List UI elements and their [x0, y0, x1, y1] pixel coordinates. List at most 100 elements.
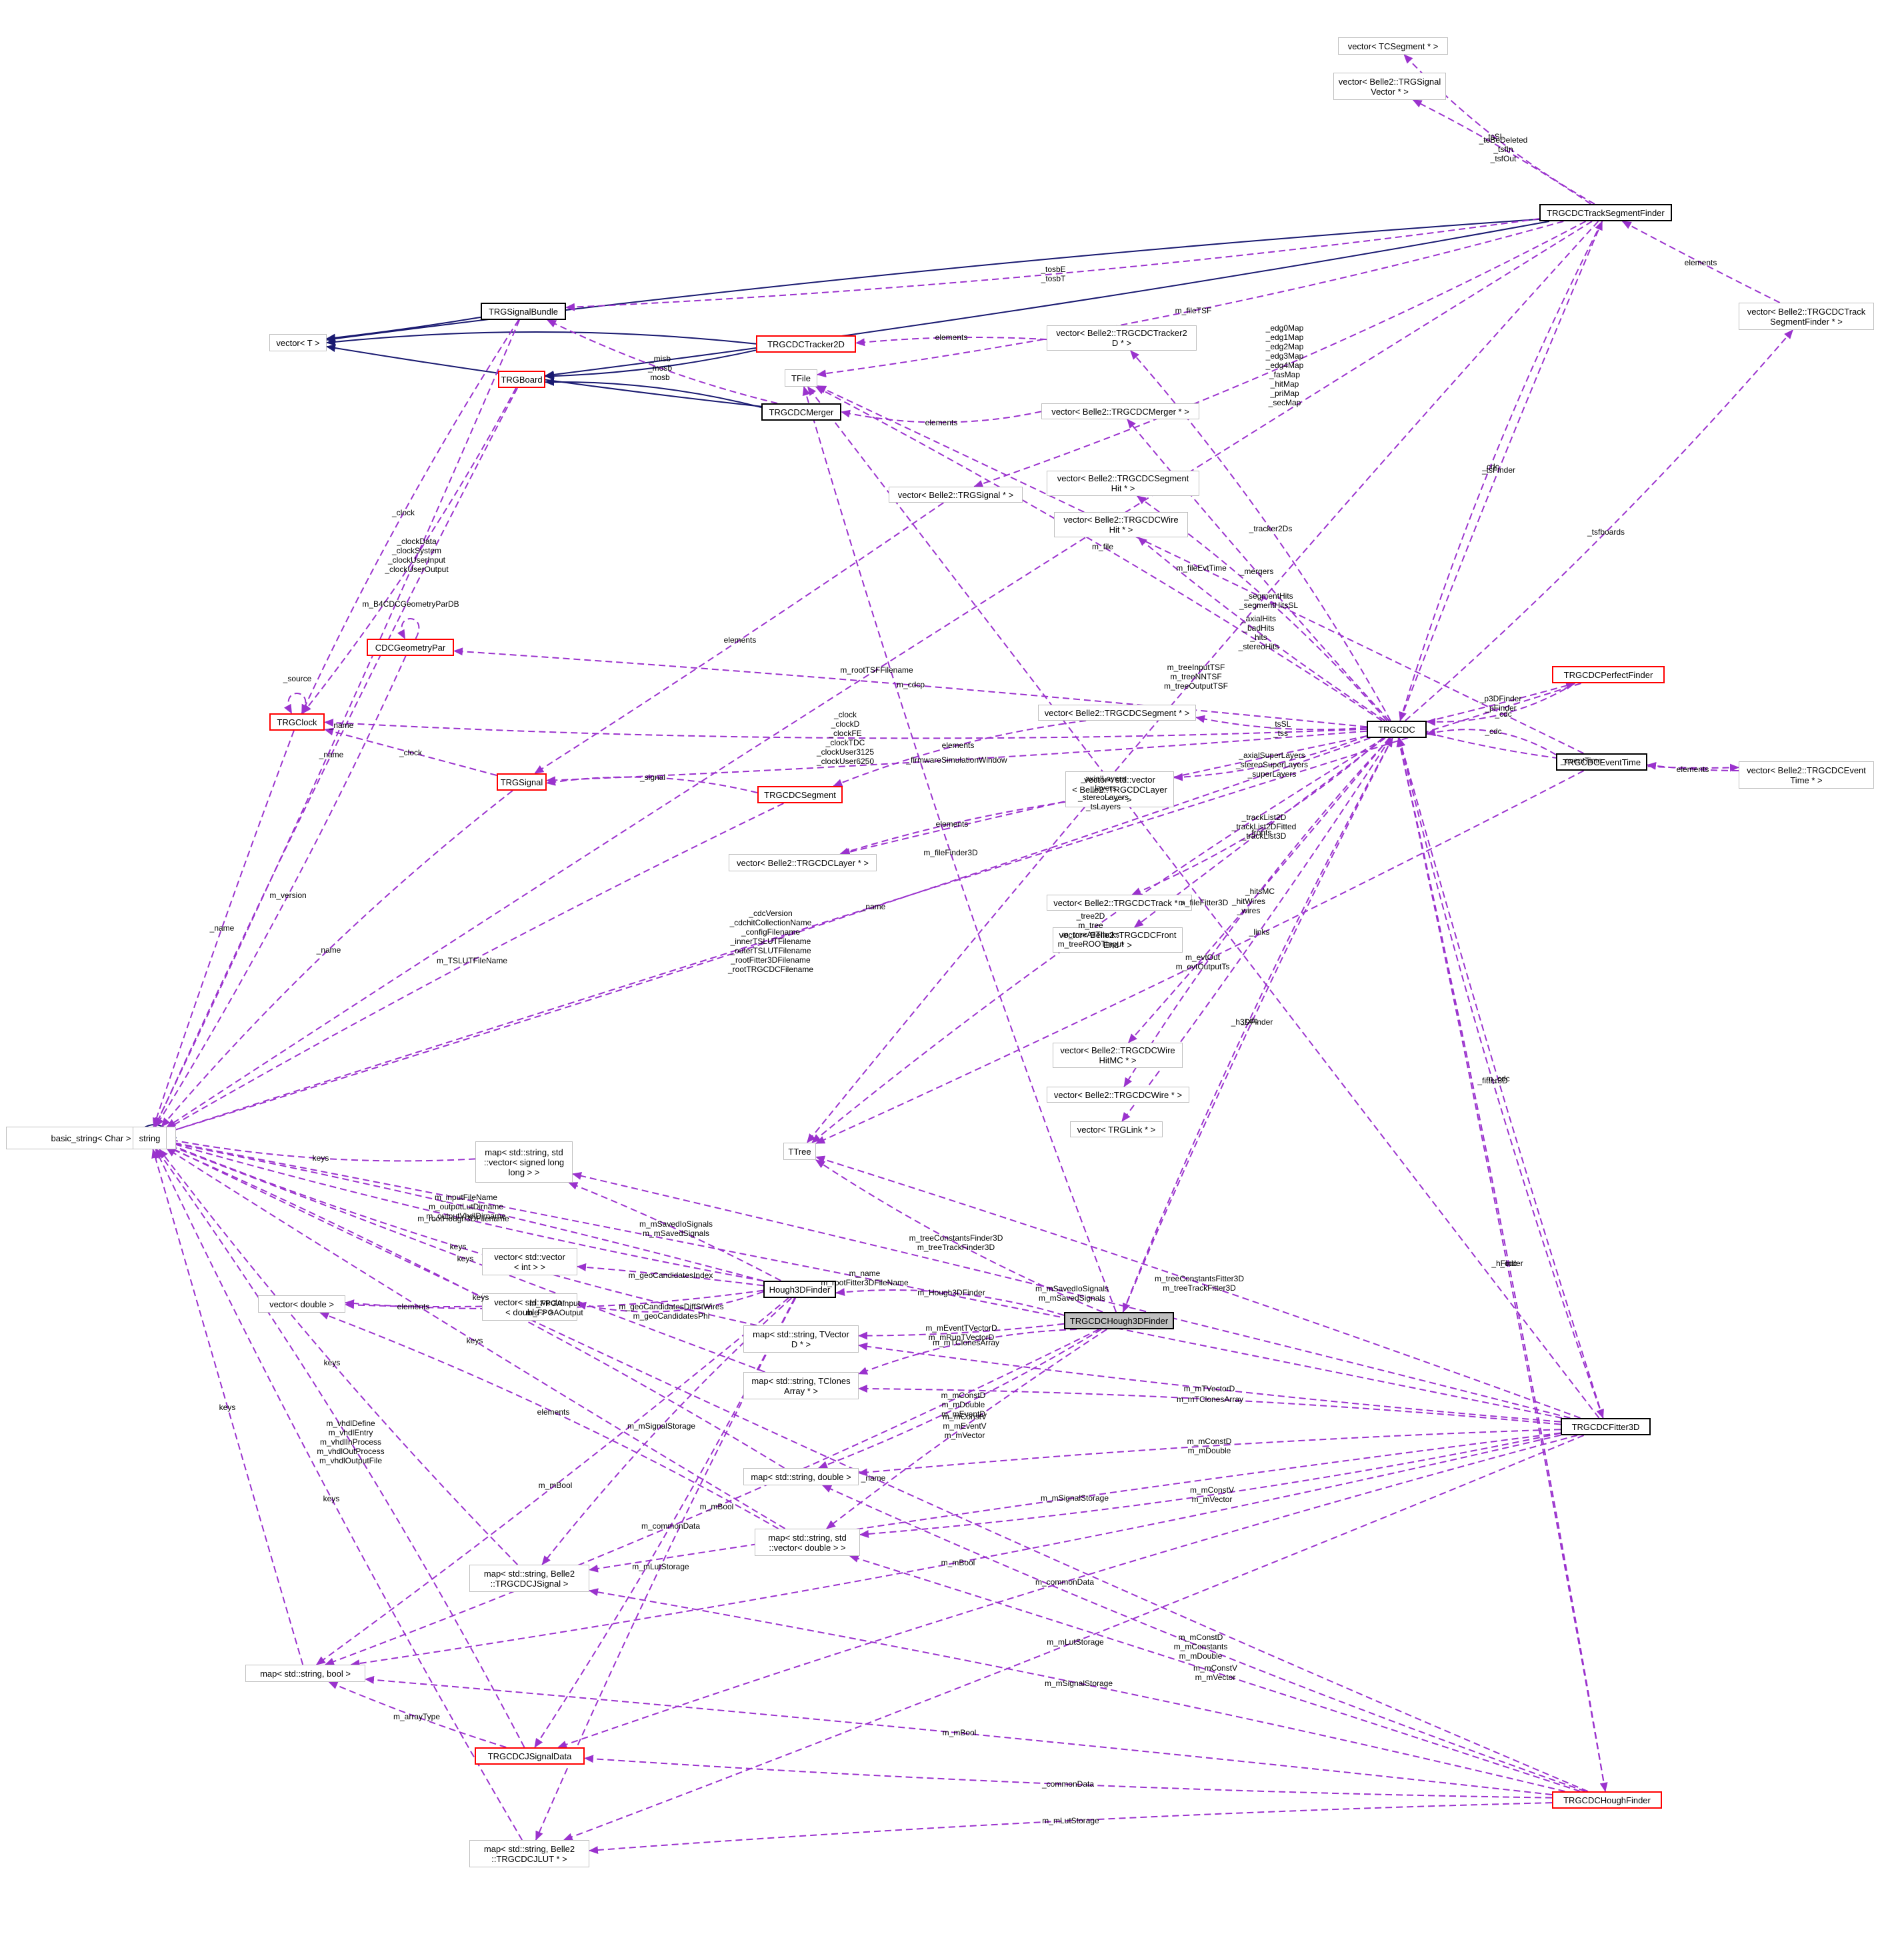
class-node-trgsignalbundle[interactable]: TRGSignalBundle: [481, 303, 566, 320]
class-node-mapdouble[interactable]: map< std::string, double >: [743, 1468, 859, 1485]
usage-edge-Hough3DFinder-to-string: [166, 1139, 764, 1282]
class-node-tfile[interactable]: TFile: [785, 369, 817, 387]
edge-label: m_mConstD m_mConstants m_mDouble: [1173, 1633, 1228, 1661]
class-node-trgcdcfitter3d[interactable]: TRGCDCFitter3D: [1561, 1418, 1651, 1435]
usage-edge-TRGCDCHough3DFinder-to-mapVecDouble: [826, 1329, 1107, 1529]
edge-label: _clock: [391, 508, 415, 517]
edge-label: elements: [397, 1302, 430, 1311]
usage-edge-TRGCDCHough3DFinder-to-TTree: [815, 1159, 1103, 1313]
edge-label: m_mBool: [699, 1502, 734, 1511]
class-node-trgcdceventtime[interactable]: TRGCDCEventTime: [1556, 753, 1647, 771]
class-node-vectcsegment[interactable]: vector< TCSegment * >: [1338, 37, 1448, 55]
class-node-vecsegment[interactable]: vector< Belle2::TRGCDCSegment * >: [1038, 705, 1196, 721]
class-node-maptvectord[interactable]: map< std::string, TVector D * >: [743, 1325, 859, 1353]
class-node-vecsegmenthit[interactable]: vector< Belle2::TRGCDCSegment Hit * >: [1047, 471, 1199, 496]
class-node-string[interactable]: string: [133, 1127, 167, 1149]
class-node-vectracker2d[interactable]: vector< Belle2::TRGCDCTracker2 D * >: [1047, 325, 1197, 351]
class-node-veceventtime[interactable]: vector< Belle2::TRGCDCEvent Time * >: [1739, 761, 1874, 789]
class-node-vectrgsignal[interactable]: vector< Belle2::TRGSignal * >: [889, 487, 1023, 503]
class-node-trgcdcmerger[interactable]: TRGCDCMerger: [761, 403, 841, 421]
edge-label: _name: [861, 902, 886, 911]
class-node-mapjsignal[interactable]: map< std::string, Belle2 ::TRGCDCJSignal…: [469, 1565, 589, 1592]
class-node-vecdouble[interactable]: vector< double >: [258, 1295, 345, 1313]
edge-label: m_mSavedIoSignals m_mSavedSignals: [639, 1219, 713, 1238]
class-node-vecfrontend[interactable]: vector< Belle2::TRGCDCFront End * >: [1053, 927, 1183, 953]
class-node-mapstrvecll[interactable]: map< std::string, std ::vector< signed l…: [475, 1141, 573, 1183]
usage-edge-TRGCDCHoughFinder-to-mapVecDouble: [849, 1555, 1581, 1792]
class-node-vectrglink[interactable]: vector< TRGLink * >: [1070, 1121, 1163, 1137]
class-node-ttree[interactable]: TTree: [783, 1143, 816, 1160]
usage-edge-TRGCDCFitter3D-to-mapJSignal: [589, 1432, 1561, 1573]
class-node-vecvecdouble[interactable]: vector< std::vector < double > >: [482, 1293, 577, 1321]
edge-label: _cdc: [1500, 1259, 1517, 1268]
edge-label: _hitsMC: [1245, 887, 1275, 896]
class-node-trgcdchoughfinder[interactable]: TRGCDCHoughFinder: [1552, 1791, 1662, 1809]
class-node-vecmerger[interactable]: vector< Belle2::TRGCDCMerger * >: [1041, 403, 1199, 419]
edge-label: _cdc: [1241, 1016, 1258, 1025]
class-node-vecwirehit[interactable]: vector< Belle2::TRGCDCWire Hit * >: [1054, 512, 1188, 537]
usage-edge-vecMerger-to-TRGCDCMerger: [841, 409, 1042, 423]
inheritance-edge-TRGCDCTrackSegmentFinder-to-vectorT: [326, 218, 1540, 343]
class-node-vectort[interactable]: vector< T >: [269, 334, 327, 351]
class-node-maptclones[interactable]: map< std::string, TClones Array * >: [743, 1372, 859, 1399]
class-node-vectrack[interactable]: vector< Belle2::TRGCDCTrack * >: [1047, 895, 1192, 911]
edge-label: keys: [323, 1358, 341, 1367]
class-node-trgsignal[interactable]: TRGSignal: [497, 773, 547, 791]
edge-label: _name: [319, 750, 344, 759]
usage-edge-TRGClock-to-TRGClock: [283, 693, 307, 714]
class-node-vectrgsignalvector[interactable]: vector< Belle2::TRGSignal Vector * >: [1333, 73, 1446, 100]
edge-label: _axialHits _badHits _hits _stereoHits: [1238, 614, 1279, 651]
edge-label: _name: [329, 721, 354, 730]
usage-edge-CDCGeometryPar-to-CDCGeometryPar: [397, 618, 420, 639]
edge-label: m_arrayType: [393, 1712, 441, 1721]
class-node-mapbool[interactable]: map< std::string, bool >: [245, 1665, 365, 1682]
class-node-trgclock[interactable]: TRGClock: [269, 713, 325, 731]
edge-label: elements: [925, 418, 958, 427]
class-node-trgcdc[interactable]: TRGCDC: [1367, 721, 1427, 738]
usage-edge-TRGCDCHoughFinder-to-TRGCDC: [1396, 737, 1606, 1792]
inheritance-edge-TRGSignalBundle-to-vectorT: [326, 316, 481, 342]
class-node-cdcgeometrypar[interactable]: CDCGeometryPar: [367, 639, 454, 656]
class-node-vecwirehitmc[interactable]: vector< Belle2::TRGCDCWire HitMC * >: [1053, 1043, 1183, 1068]
edge-label: keys: [219, 1403, 236, 1412]
edge-label: _source: [283, 674, 312, 683]
edge-label: m_commonData: [641, 1521, 701, 1531]
class-node-trgcdcperfectfinder[interactable]: TRGCDCPerfectFinder: [1552, 666, 1665, 683]
class-node-veclayer[interactable]: vector< Belle2::TRGCDCLayer * >: [729, 854, 877, 871]
edge-label: m_mConstD m_mDouble: [1187, 1437, 1232, 1455]
edge-label: keys: [466, 1336, 483, 1345]
inheritance-edge-TRGCDCTrackSegmentFinder-to-TRGBoard: [545, 221, 1550, 379]
class-node-trgcdctracksegmentfinder[interactable]: TRGCDCTrackSegmentFinder: [1539, 204, 1672, 221]
class-node-trgcdctracker2d[interactable]: TRGCDCTracker2D: [756, 335, 856, 353]
edge-label: m_mSignalStorage: [627, 1421, 696, 1431]
edge-label: elements: [935, 819, 969, 829]
edge-label: _commonData: [1041, 1779, 1095, 1789]
edge-label: _signal: [639, 773, 666, 782]
inheritance-edge-TRGCDCTracker2D-to-vectorT: [326, 331, 757, 346]
usage-edge-TRGCDCFitter3D-to-mapTClones: [858, 1385, 1561, 1425]
edge-label: m_mConstV m_mEventV m_mVector: [942, 1412, 987, 1440]
edge-label: _clockData _clockSystem _clockUserInput …: [385, 537, 449, 574]
edge-label: m_mLutStorage: [1042, 1816, 1099, 1825]
edge-label: elements: [1676, 765, 1709, 774]
class-node-mapjlut[interactable]: map< std::string, Belle2 ::TRGCDCJLUT * …: [469, 1840, 589, 1867]
usage-edge-TRGCDCTrackSegmentFinder-to-string: [166, 221, 1593, 1128]
edge-label: keys: [312, 1153, 329, 1163]
class-node-trgboard[interactable]: TRGBoard: [498, 371, 545, 388]
usage-edge-TRGSignalBundle-to-string: [154, 319, 521, 1127]
edge-label: _axialLayers _layers _stereoLayers _tsLa…: [1077, 774, 1129, 811]
usage-edge-TRGCDC-to-vecMerger: [1127, 419, 1390, 721]
edge-label: _toBeDeleted _tsfIn _tsfOut: [1479, 135, 1528, 163]
edge-label: _p3DFinder _pFinder: [1479, 694, 1522, 713]
class-node-vecwire[interactable]: vector< Belle2::TRGCDCWire * >: [1047, 1087, 1189, 1103]
usage-edge-TRGCDCFitter3D-to-TRGCDCJSignalData: [557, 1435, 1578, 1749]
class-node-vectsf[interactable]: vector< Belle2::TRGCDCTrack SegmentFinde…: [1739, 303, 1874, 330]
class-node-hough3dfinder[interactable]: Hough3DFinder: [763, 1281, 836, 1298]
edge-label: m_treeInputTSF m_treeNNTSF m_treeOutputT…: [1163, 663, 1229, 691]
class-node-vecveclayer[interactable]: vector< std::vector < Belle2::TRGCDCLaye…: [1065, 771, 1174, 807]
class-node-trgcdchough3dfinder[interactable]: TRGCDCHough3DFinder: [1064, 1312, 1174, 1329]
class-node-trgcdcjsignaldata[interactable]: TRGCDCJSignalData: [475, 1747, 585, 1765]
class-node-vecvecint[interactable]: vector< std::vector < int > >: [482, 1248, 577, 1275]
class-node-mapvecdouble[interactable]: map< std::string, std ::vector< double >…: [755, 1529, 860, 1556]
class-node-trgcdcsegment[interactable]: TRGCDCSegment: [757, 786, 843, 803]
